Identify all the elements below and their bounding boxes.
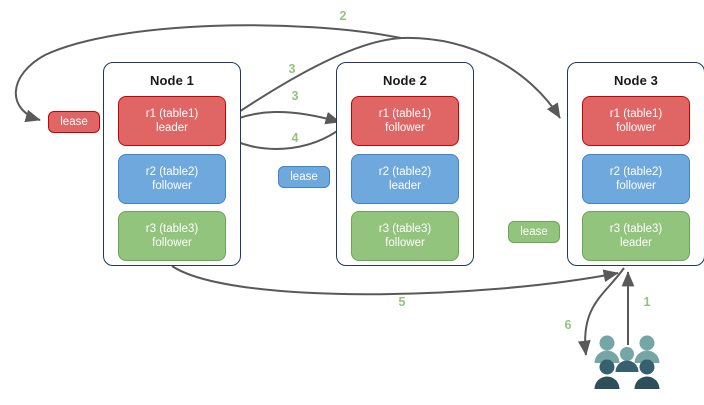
- step-label-2: 2: [339, 9, 347, 23]
- replica-name: r2 (table2): [609, 166, 663, 178]
- replica-name: r1 (table1): [145, 108, 199, 120]
- replica-role: follower: [385, 237, 425, 249]
- node-box-2[interactable]: Node 2 r1 (table1) follower r2 (table2) …: [336, 62, 474, 266]
- replica-name: r2 (table2): [378, 166, 432, 178]
- node-title: Node 2: [383, 73, 427, 88]
- node-title: Node 3: [614, 73, 658, 88]
- lease-chip-red[interactable]: lease: [48, 111, 100, 133]
- replica-role: leader: [389, 180, 421, 192]
- node-box-1[interactable]: Node 1 r1 (table1) leader r2 (table2) fo…: [103, 62, 241, 266]
- replica-role: follower: [616, 180, 656, 192]
- replica-role: follower: [152, 180, 192, 192]
- step-label-1: 1: [643, 295, 651, 309]
- node-title: Node 1: [150, 73, 194, 88]
- step-label-3-upper: 3: [288, 62, 296, 76]
- replica-name: r1 (table1): [378, 108, 432, 120]
- step-label-5: 5: [398, 295, 406, 309]
- step-label-4: 4: [291, 131, 299, 145]
- lease-chip-green[interactable]: lease: [508, 221, 560, 243]
- replica-r3[interactable]: r3 (table3) follower: [351, 211, 459, 261]
- replica-name: r2 (table2): [145, 166, 199, 178]
- replica-role: leader: [156, 122, 188, 134]
- replica-r2[interactable]: r2 (table2) leader: [351, 154, 459, 204]
- step-label-3-lower: 3: [291, 89, 299, 103]
- arrow-step-5: [171, 265, 619, 296]
- replica-role: leader: [620, 237, 652, 249]
- replica-role: follower: [616, 122, 656, 134]
- replica-r2[interactable]: r2 (table2) follower: [582, 154, 690, 204]
- replica-r1[interactable]: r1 (table1) leader: [118, 96, 226, 146]
- replica-name: r1 (table1): [609, 108, 663, 120]
- node-box-3[interactable]: Node 3 r1 (table1) follower r2 (table2) …: [567, 62, 704, 266]
- lease-chip-blue[interactable]: lease: [278, 166, 330, 188]
- replica-role: follower: [385, 122, 425, 134]
- replica-r1[interactable]: r1 (table1) follower: [582, 96, 690, 146]
- replica-r1[interactable]: r1 (table1) follower: [351, 96, 459, 146]
- replica-name: r3 (table3): [145, 223, 199, 235]
- step-label-6: 6: [564, 318, 572, 332]
- replica-r3[interactable]: r3 (table3) follower: [118, 211, 226, 261]
- replica-r2[interactable]: r2 (table2) follower: [118, 154, 226, 204]
- replica-name: r3 (table3): [378, 223, 432, 235]
- people-group-icon: [594, 335, 660, 389]
- replica-r3[interactable]: r3 (table3) leader: [582, 211, 690, 261]
- replica-name: r3 (table3): [609, 223, 663, 235]
- replica-role: follower: [152, 237, 192, 249]
